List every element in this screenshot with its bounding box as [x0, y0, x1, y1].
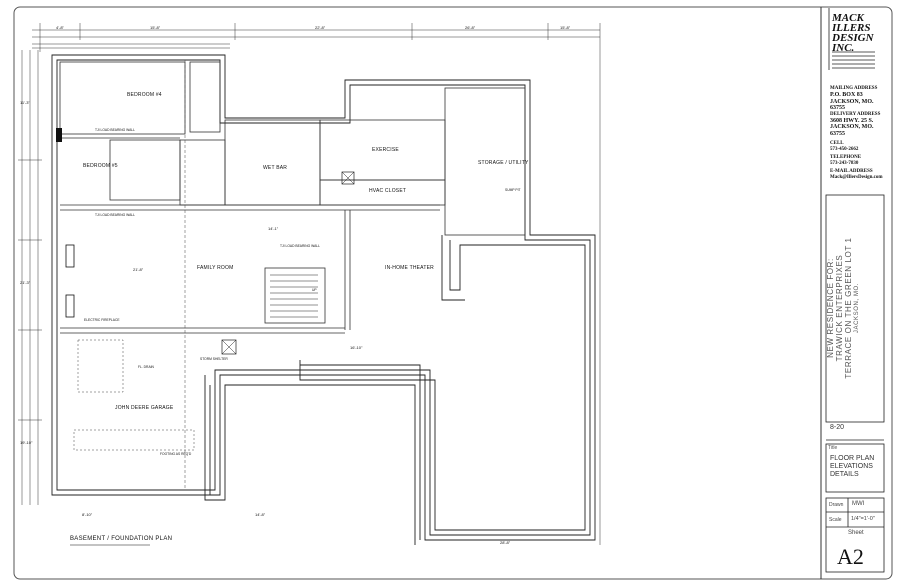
firm-name-line: DESIGN — [832, 32, 874, 44]
drawn-label: Drawn — [829, 502, 844, 508]
note-sump: SUMP PIT — [505, 188, 521, 192]
mailing-line: P.O. BOX 83 — [830, 92, 863, 98]
dim-top-4: 26'-8" — [465, 25, 476, 30]
dim-mid-3: 21'-8" — [133, 267, 144, 272]
delivery-line: 3608 HWY. 25 S. — [830, 117, 874, 124]
garage-slab-outline — [77, 339, 124, 393]
mailing-line: JACKSON, MO. — [830, 98, 874, 105]
firm-name-line: ILLERS — [832, 22, 871, 34]
title-label: Title — [828, 445, 838, 451]
project-line: NEW RESIDENCE FOR: — [826, 258, 835, 358]
project-line: TERRACE ON THE GREEN LOT 1 — [844, 237, 853, 379]
mailing-label: MAILING ADDRESS — [830, 86, 878, 91]
dim-top-3: 22'-8" — [315, 25, 326, 30]
project-name-block: NEW RESIDENCE FOR: TRAWICK ENTERPRIXES T… — [826, 198, 884, 418]
project-line: JACKSON, MO. — [854, 282, 860, 334]
dim-top-2: 15'-8" — [150, 25, 161, 30]
room-label-bedroom4: BEDROOM #4 — [127, 92, 162, 98]
hvac-unit-box — [341, 171, 355, 185]
room-label-theater: IN-HOME THEATER — [385, 265, 434, 271]
firm-contact-block: MAILING ADDRESS P.O. BOX 83 JACKSON, MO.… — [830, 86, 890, 181]
room-label-storage: STORAGE / UTILITY — [478, 160, 529, 166]
storm-shelter-box — [221, 339, 237, 355]
delivery-line: 63755 — [830, 130, 845, 137]
dim-left-2: 21'-3" — [20, 280, 31, 285]
note-stair-up: UP — [312, 288, 317, 292]
dim-top-1: 4'-8" — [56, 25, 64, 30]
top-dimension-lines — [32, 23, 601, 545]
mailing-line: 63755 — [830, 105, 845, 111]
dim-bottom-1: 8'-10" — [82, 512, 93, 517]
drawing-date: 8-20 — [830, 424, 845, 431]
room-label-hvac: HVAC CLOSET — [369, 188, 407, 194]
dim-left-1: 11'-3" — [20, 100, 30, 105]
foundation-walls — [51, 54, 596, 545]
room-label-storm: STORM SHELTER — [200, 357, 228, 361]
sheet-title-line: DETAILS — [830, 471, 859, 478]
dim-left-3: 19'-10" — [20, 440, 33, 445]
sheet-border — [13, 6, 893, 580]
garage-footing-outline — [73, 429, 195, 451]
titleblock-lines — [825, 8, 885, 573]
window-mark — [65, 294, 75, 318]
room-label-wet-bar: WET BAR — [263, 165, 288, 171]
note-load-bearing-1: TJI LOAD BEARING WALL — [95, 128, 135, 132]
interior-walls — [59, 61, 526, 334]
delivery-label: DELIVERY ADDRESS — [830, 111, 881, 117]
drawn-value: MWI — [852, 501, 865, 507]
firm-name-line: INC. — [832, 42, 855, 54]
scale-label: Scale — [829, 517, 842, 523]
telephone-label: TELEPHONE — [830, 155, 862, 160]
window-mark — [65, 244, 75, 268]
note-load-bearing-2: TJI LOAD BEARING WALL — [95, 213, 135, 217]
room-label-exercise: EXERCISE — [372, 147, 399, 153]
sheet-title-line: FLOOR PLAN — [830, 455, 875, 462]
left-dimension-lines — [18, 50, 42, 505]
room-label-garage: JOHN DEERE GARAGE — [115, 405, 174, 411]
note-fireplace: ELECTRIC FIREPLACE — [84, 318, 120, 322]
dim-mid-2: 14'-1" — [268, 226, 279, 231]
wall-solid — [56, 128, 62, 142]
note-floor-drain: FL. DRAIN — [138, 365, 154, 369]
sheet-title-line: ELEVATIONS — [830, 463, 873, 470]
dim-bottom-2: 14'-8" — [255, 512, 266, 517]
sheet-number: A2 — [837, 544, 864, 569]
room-label-family: FAMILY ROOM — [197, 265, 234, 271]
stair — [270, 274, 318, 318]
email-address: Mack@IllersDesign.com — [830, 175, 883, 180]
firm-logo: MACK ILLERS DESIGN INC. — [832, 12, 874, 54]
dim-mid-1: 16'-10" — [350, 345, 363, 350]
telephone-number: 573-243-7830 — [830, 161, 859, 166]
email-label: E-MAIL ADDRESS — [830, 169, 873, 174]
dim-top-5: 15'-8" — [560, 25, 571, 30]
sheet-label: Sheet — [848, 530, 864, 536]
note-load-bearing-3: TJI LOAD BEARING WALL — [280, 244, 320, 248]
firm-name-line: MACK — [832, 12, 864, 24]
cell-label: CELL — [830, 141, 844, 146]
dim-bottom-3: 28'-8" — [500, 540, 511, 545]
plan-title: BASEMENT / FOUNDATION PLAN — [70, 536, 173, 542]
sheet-title-block: FLOOR PLAN ELEVATIONS DETAILS — [830, 455, 874, 479]
delivery-line: JACKSON, MO. — [830, 124, 874, 130]
cell-number: 573-450-2662 — [830, 147, 859, 152]
scale-value: 1/4"=1'-0" — [851, 516, 875, 522]
note-footing: FOOTING AS REQ'D — [160, 452, 192, 456]
project-line: TRAWICK ENTERPRIXES — [835, 254, 844, 362]
room-label-bedroom5: BEDROOM #5 — [83, 163, 118, 169]
